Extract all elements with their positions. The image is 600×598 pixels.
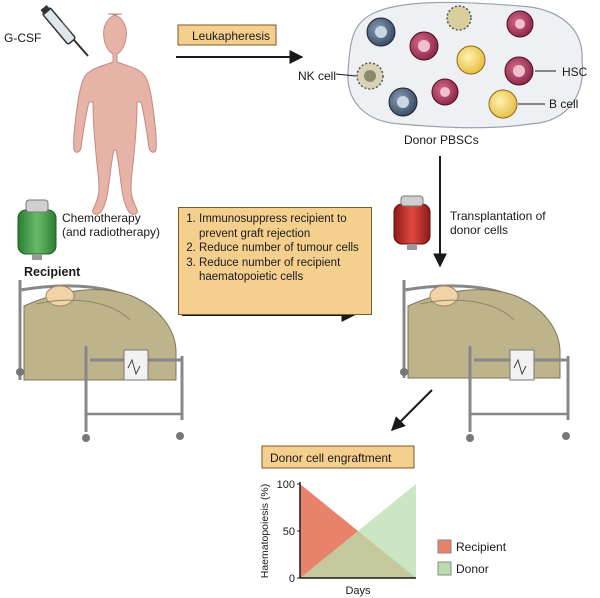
legend-label-recipient: Recipient <box>456 540 507 554</box>
b-cell-label: B cell <box>549 97 578 111</box>
gcsf-label: G-CSF <box>4 31 41 45</box>
y-tick-label: 0 <box>289 573 295 585</box>
conditioning-steps-box: Immunosuppress recipient to prevent graf… <box>178 207 372 315</box>
arrow-engraftment <box>391 389 433 431</box>
recipient-label: Recipient <box>24 265 81 279</box>
donor-pbsc-cloud <box>335 1 584 129</box>
legend-swatch-donor <box>437 561 452 576</box>
engraftment-title-box <box>261 445 415 469</box>
engraftment-chart: 0 50 100 Haematopoiesis (%) Days RecipientDon… <box>259 479 507 597</box>
engraftment-title: Donor cell engraftment <box>270 451 392 465</box>
recipient-bed-left <box>16 280 184 442</box>
conditioning-steps-list: Immunosuppress recipient to prevent graf… <box>185 212 365 285</box>
conditioning-step: Immunosuppress recipient to prevent graf… <box>199 212 365 241</box>
donor-figure <box>73 13 157 215</box>
leukapheresis-box <box>177 24 277 46</box>
syringe-icon <box>40 5 89 57</box>
legend-label-donor: Donor <box>456 562 489 576</box>
legend-swatch-recipient <box>437 539 452 554</box>
area-donor <box>300 484 416 578</box>
conditioning-step: Reduce number of tumour cells <box>199 241 365 256</box>
conditioning-step: Reduce number of recipient haematopoieti… <box>199 256 365 285</box>
hsc-label: HSC <box>562 65 588 79</box>
chemotherapy-label-2: (and radiotherapy) <box>62 225 160 239</box>
y-tick-label: 50 <box>283 526 295 538</box>
y-axis-label: Haematopoiesis (%) <box>259 484 271 579</box>
bed-chart-icon <box>123 349 149 381</box>
yellow-cell <box>456 45 486 75</box>
donor-cells-bag-icon <box>393 195 431 250</box>
transplantation-label-1: Transplantation of <box>450 209 546 223</box>
chemotherapy-bag-icon <box>17 199 57 260</box>
x-axis-label: Days <box>345 585 371 597</box>
nk-cell-label: NK cell <box>298 69 336 83</box>
granulocyte-cell <box>446 5 472 31</box>
bed-chart-icon-right <box>509 349 535 381</box>
recipient-bed-right <box>400 280 570 442</box>
chemotherapy-label-1: Chemotherapy <box>62 211 141 225</box>
leukapheresis-label: Leukapheresis <box>192 29 270 43</box>
donor-pbscs-label: Donor PBSCs <box>404 133 479 147</box>
b-cell-circle <box>488 89 518 119</box>
transplantation-label-2: donor cells <box>450 223 508 237</box>
y-tick-label: 100 <box>277 479 295 491</box>
